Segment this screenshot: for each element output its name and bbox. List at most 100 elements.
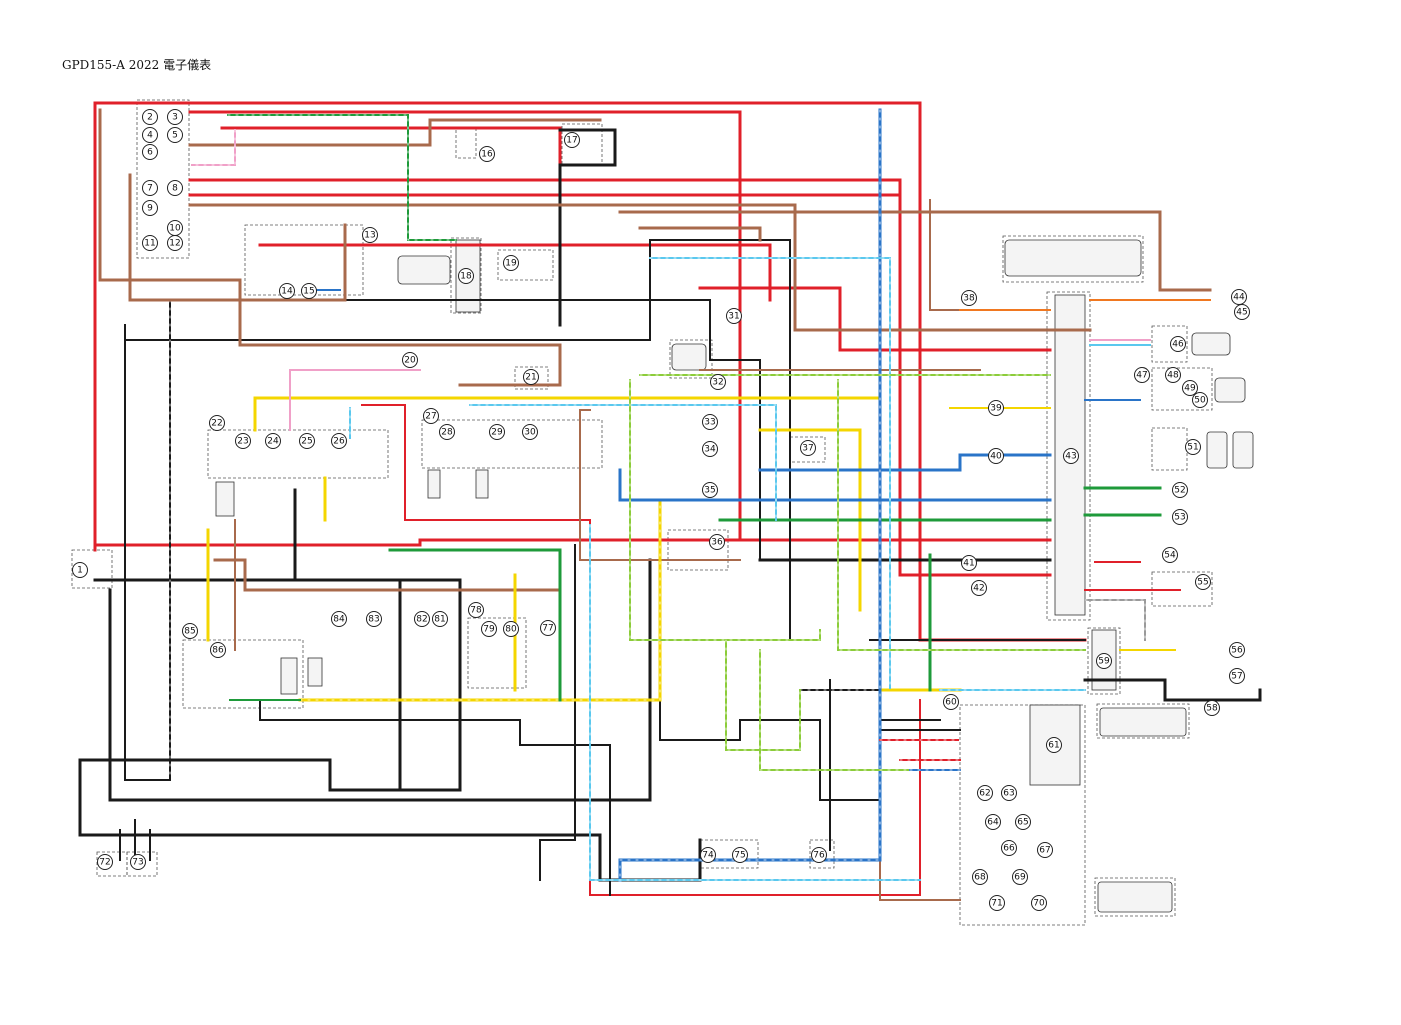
- component-number-text: 55: [1197, 578, 1208, 588]
- wire-brown-35: [638, 226, 762, 242]
- component-number-72: 72: [97, 854, 113, 870]
- component-number-circle: [961, 555, 977, 571]
- component-number-text: 85: [184, 627, 195, 637]
- component-number-42: 42: [971, 580, 987, 596]
- component-number-7: 7: [142, 180, 158, 196]
- component-number-circle: [142, 200, 158, 216]
- wire-stripe-67: [589, 524, 921, 881]
- wire-black-14: [124, 324, 171, 781]
- component-number-text: 48: [1167, 371, 1179, 381]
- component-number-circle: [523, 369, 539, 385]
- component-number-text: 81: [434, 615, 445, 625]
- wire-pink-72: [189, 129, 236, 166]
- wire-stripe-72: [189, 129, 236, 166]
- wire-harness: [78, 101, 1262, 901]
- component-number-43: 43: [1063, 448, 1079, 464]
- wire-black-82: [1083, 678, 1262, 702]
- component-number-51: 51: [1185, 439, 1201, 455]
- component-number-text: 62: [979, 789, 990, 799]
- component-number-16: 16: [479, 146, 495, 162]
- component-number-circle: [265, 433, 281, 449]
- component-number-circle: [1046, 737, 1062, 753]
- component-number-text: 43: [1065, 452, 1076, 462]
- wire-red-2: [188, 110, 742, 542]
- component-number-69: 69: [1012, 869, 1028, 885]
- component-number-37: 37: [800, 440, 816, 456]
- component-number-text: 28: [441, 428, 453, 438]
- component-number-29: 29: [489, 424, 505, 440]
- component-number-circle: [1192, 392, 1208, 408]
- component-number-11: 11: [142, 235, 158, 251]
- component-number-text: 22: [211, 419, 222, 429]
- component-number-38: 38: [961, 290, 977, 306]
- component-number-circle: [458, 268, 474, 284]
- component-number-text: 59: [1098, 657, 1110, 667]
- component-number-circle: [1185, 439, 1201, 455]
- wire-stripe-77: [837, 379, 1086, 651]
- component-number-text: 37: [802, 444, 813, 454]
- component-number-18: 18: [458, 268, 474, 284]
- component-number-circle: [167, 109, 183, 125]
- component-number-circle: [522, 424, 538, 440]
- component-number-circle: [1182, 380, 1198, 396]
- component-number-1: 1: [72, 562, 88, 578]
- component-number-14: 14: [279, 283, 295, 299]
- wire-gray-81: [1084, 599, 1146, 641]
- component-number-circle: [702, 414, 718, 430]
- component-number-84: 84: [331, 611, 347, 627]
- component-number-circle: [481, 621, 497, 637]
- wire-red-1: [93, 538, 1052, 547]
- component-number-circle: [1037, 842, 1053, 858]
- component-number-circle: [1172, 482, 1188, 498]
- component-number-75: 75: [732, 847, 748, 863]
- component-number-47: 47: [1134, 367, 1150, 383]
- component-number-circle: [362, 227, 378, 243]
- component-number-circle: [167, 235, 183, 251]
- component-number-text: 17: [566, 136, 577, 146]
- component-number-circle: [710, 374, 726, 390]
- component-number-text: 75: [734, 851, 745, 861]
- component-number-9: 9: [142, 200, 158, 216]
- component-number-text: 46: [1172, 340, 1184, 350]
- component-number-text: 67: [1039, 846, 1050, 856]
- component-number-53: 53: [1172, 509, 1188, 525]
- component-number-text: 40: [990, 452, 1002, 462]
- component-number-text: 34: [704, 445, 716, 455]
- component-number-60: 60: [943, 694, 959, 710]
- wire-brown-31: [128, 173, 347, 302]
- component-number-circle: [971, 580, 987, 596]
- component-number-79: 79: [481, 621, 497, 637]
- component-number-circle: [402, 352, 418, 368]
- component-number-text: 84: [333, 615, 345, 625]
- component-number-text: 72: [99, 858, 110, 868]
- component-number-text: 83: [368, 615, 379, 625]
- component-number-circle: [167, 180, 183, 196]
- component-number-23: 23: [235, 433, 251, 449]
- component-number-text: 25: [301, 437, 312, 447]
- component-number-circle: [210, 642, 226, 658]
- wire-black-18: [259, 699, 611, 896]
- component-number-32: 32: [710, 374, 726, 390]
- component-number-text: 7: [147, 184, 153, 194]
- page-title: GPD155-A 2022 電子儀表: [62, 58, 212, 72]
- component-number-text: 44: [1233, 293, 1245, 303]
- component-number-81: 81: [432, 611, 448, 627]
- component-number-circle: [985, 814, 1001, 830]
- component-number-text: 33: [704, 418, 715, 428]
- component-number-25: 25: [299, 433, 315, 449]
- wire-green-56: [227, 114, 457, 241]
- wire-black-13: [558, 128, 617, 327]
- wire-yellow-48: [298, 498, 662, 702]
- component-number-52: 52: [1172, 482, 1188, 498]
- component-number-27: 27: [423, 408, 439, 424]
- component-number-circle: [702, 441, 718, 457]
- component-number-56: 56: [1229, 642, 1245, 658]
- wire-brown-34: [618, 210, 1212, 292]
- component-number-46: 46: [1170, 336, 1186, 352]
- component-number-text: 20: [404, 356, 416, 366]
- component-number-text: 68: [974, 873, 986, 883]
- component-number-12: 12: [167, 235, 183, 251]
- component-number-circle: [1229, 668, 1245, 684]
- component-number-text: 6: [147, 148, 153, 158]
